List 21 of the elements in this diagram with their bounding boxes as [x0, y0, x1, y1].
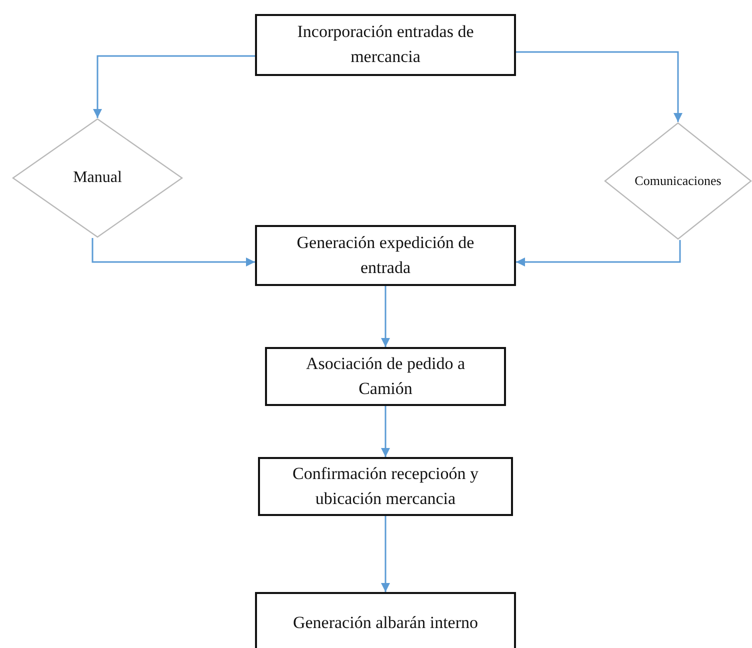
- arrow: [381, 516, 390, 592]
- arrow: [381, 286, 390, 347]
- decision-diamond: [12, 118, 183, 238]
- arrow: [92, 238, 255, 266]
- node-label: Incorporación entradas de mercancia: [296, 21, 475, 68]
- arrow: [381, 406, 390, 457]
- process-box: [265, 347, 506, 406]
- decision-diamond: [604, 122, 752, 240]
- node-label: Comunicaciones: [634, 173, 722, 189]
- process-box: [255, 592, 516, 648]
- arrow: [516, 240, 681, 266]
- node-label: Generación expedición de entrada: [296, 232, 476, 278]
- process-box: [255, 225, 516, 286]
- arrow: [93, 55, 255, 118]
- node-label: Asociación de pedido a Camión: [304, 352, 466, 400]
- process-box: [258, 457, 513, 516]
- node-label: Manual: [73, 169, 122, 187]
- node-label: Generación albarán interno: [292, 612, 478, 634]
- arrow: [516, 51, 682, 122]
- process-box: [255, 14, 516, 76]
- node-label: Confirmación recepcioón y ubicación mercancia: [292, 462, 480, 510]
